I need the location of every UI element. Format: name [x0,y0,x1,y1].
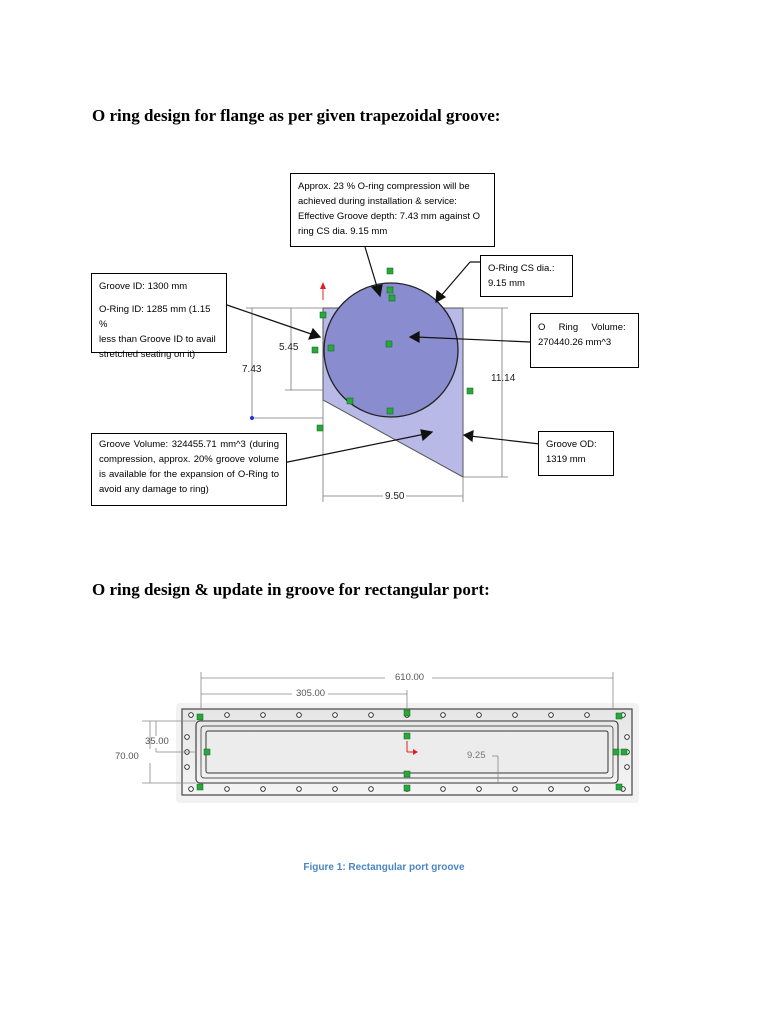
groove-id-line-1: Groove ID: 1300 mm [99,281,188,292]
cs-dia-line-2: 9.15 mm [488,278,525,289]
red-arrowhead [320,282,326,289]
compression-line-3: Effective Groove depth: 7.43 mm against … [298,211,481,222]
sketch-markers [311,267,474,432]
groove-volume-text: Groove Volume: 324455.71 mm^3 (during co… [99,439,279,495]
blue-point [250,416,254,420]
dim-610-label: 610.00 [395,672,425,683]
dim-lines-2 [142,672,614,784]
sketch-markers-2 [196,709,628,792]
groove-id-line-4: stretched seating on it) [99,349,196,360]
dim-1114-lines [463,307,508,478]
bolt-holes-bottom [188,786,626,792]
dim-1114-label: 11.14 [491,373,516,384]
leader-lines [226,246,541,465]
dim-70-label: 70.00 [115,751,139,762]
compression-line-1: Approx. 23 % O-ring compression will be [298,181,470,192]
cs-dia-callout: O-Ring CS dia.: 9.15 mm [480,255,573,297]
red-axis-arrowhead [413,749,418,755]
groove-id-line-2: O-Ring ID: 1285 mm (1.15 % [99,304,211,330]
bolt-holes-top [188,712,626,718]
section2-heading: O ring design & update in groove for rec… [92,580,490,599]
dim-545-label: 5.45 [279,342,299,353]
dim-35-label: 35.00 [145,736,169,747]
dim-545-lines [285,307,323,391]
dim-950-label: 9.50 [383,491,407,502]
ring-volume-callout: O Ring Volume: 270440.26 mm^3 [530,313,639,368]
groove-od-line-1: Groove OD: [546,439,597,450]
groove-id-line-3: less than Groove ID to avail [99,334,216,345]
groove-id-callout: Groove ID: 1300 mm O-Ring ID: 1285 mm (1… [91,273,227,360]
ring-volume-line-2: 270440.26 mm^3 [538,337,612,348]
compression-line-4: ring CS dia. 9.15 mm [298,226,388,237]
ring-volume-line-1: O Ring Volume: [538,322,626,333]
dim-743-lines [246,307,323,419]
dim-743-label: 7.43 [242,364,262,375]
cs-dia-line-1: O-Ring CS dia.: [488,263,555,274]
dim-305-label: 305.00 [296,688,326,699]
groove-volume-callout: Groove Volume: 324455.71 mm^3 (during co… [91,433,287,506]
groove-od-line-2: 1319 mm [546,454,586,465]
compression-callout: Approx. 23 % O-ring compression will be … [290,173,495,247]
groove-od-callout: Groove OD: 1319 mm [538,431,614,476]
section1-heading: O ring design for flange as per given tr… [92,106,501,125]
figure-caption: Figure 1: Rectangular port groove [303,862,465,873]
oring-cross-section [323,282,459,418]
compression-line-2: achieved during installation & service: [298,196,457,207]
dim-925-label: 9.25 [467,750,486,761]
